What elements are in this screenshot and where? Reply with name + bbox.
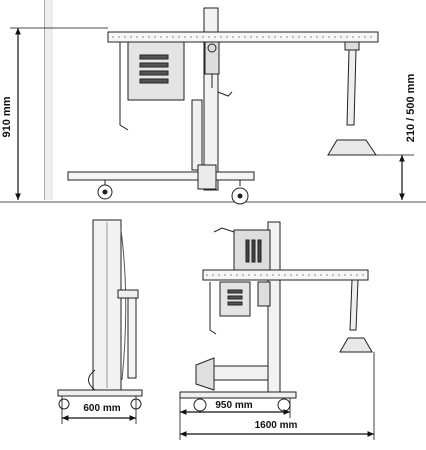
height-total-dimension: 910 mm [1,27,108,200]
side-view [179,221,373,412]
motor-cone [195,357,215,391]
side-hook [119,42,129,131]
support-post [344,41,360,51]
width-base-dimension: 600 mm [61,396,137,424]
wall-shade [45,0,53,200]
length-total-label: 1600 mm [255,420,298,431]
height-adjust-dimension: 210 / 500 mm [376,74,417,200]
conveyor-beam [107,31,379,43]
drill-head [204,41,220,75]
top-elevation-view [0,0,426,205]
support-foot [327,139,377,156]
width-base-label: 600 mm [83,403,120,414]
length-total-dimension: 1600 mm [180,352,375,440]
front-base [57,389,143,397]
side-base [179,391,297,399]
length-base-label: 950 mm [215,400,252,411]
height-total-label: 910 mm [1,96,13,137]
base-frame [67,171,255,181]
front-view [57,219,143,410]
lever-handle [217,91,233,97]
height-adjust-label: 210 / 500 mm [405,74,417,143]
side-support-foot [339,337,373,353]
